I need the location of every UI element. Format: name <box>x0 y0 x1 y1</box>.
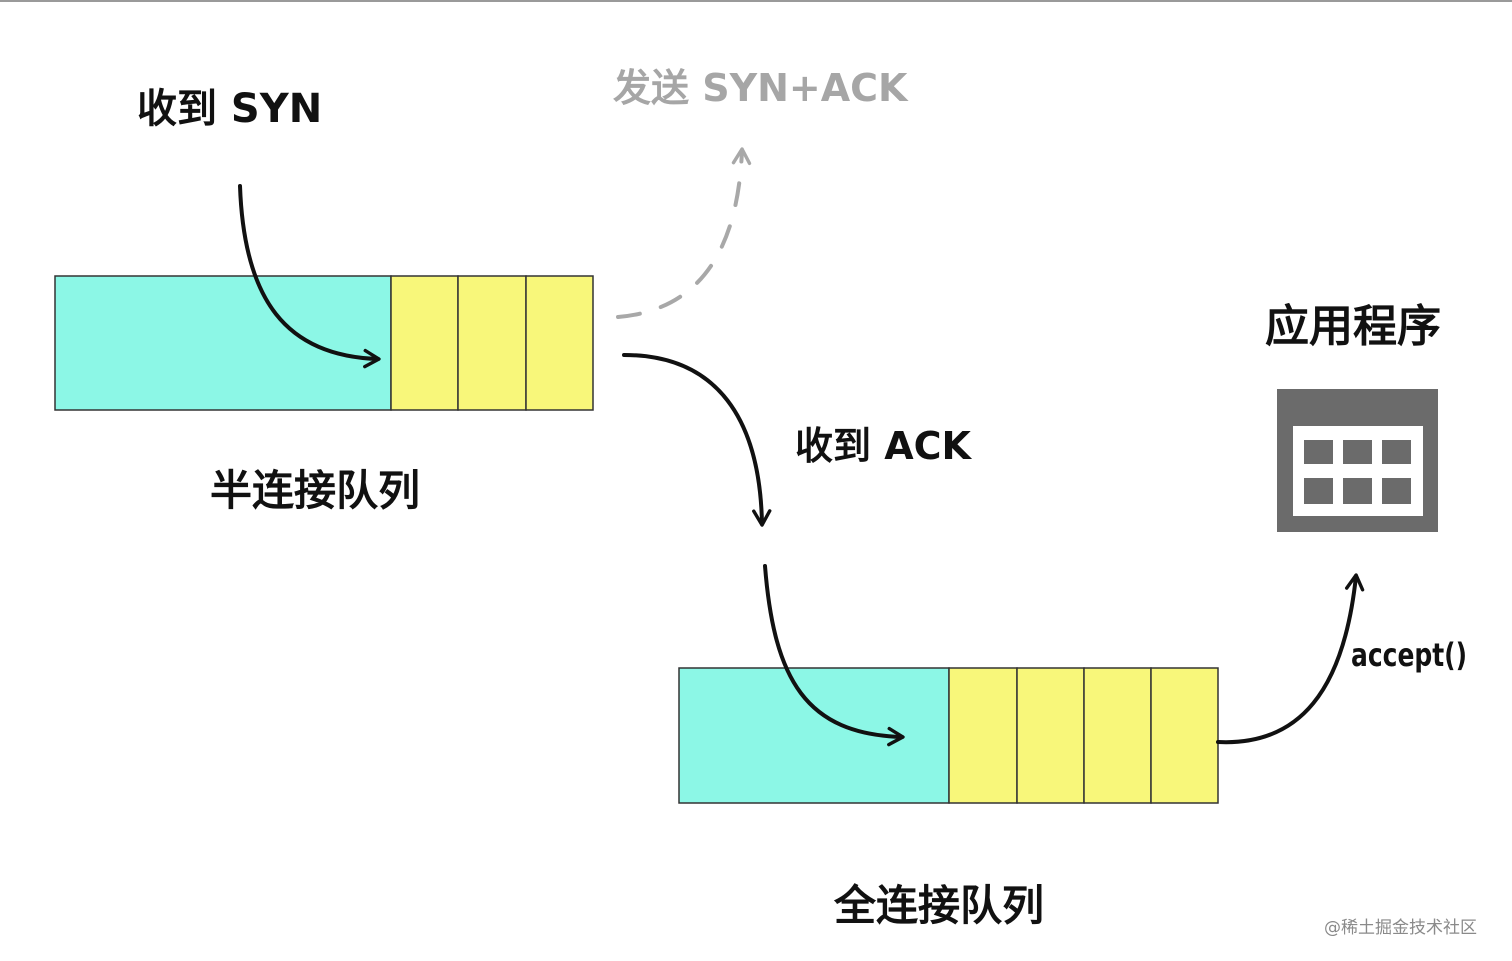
full-connection-queue <box>678 667 1219 804</box>
into-full-queue-arrow <box>763 564 905 747</box>
accept-arrow <box>1216 573 1365 745</box>
recv-ack-label: 收到 ACK <box>795 424 973 468</box>
full-queue-slot <box>1150 667 1219 804</box>
send-synack-label: 发送 SYN+ACK <box>613 66 909 110</box>
send-synack-dashed-arrow <box>616 147 752 319</box>
full-queue-slot <box>1016 667 1085 804</box>
half-queue-slot <box>390 275 459 411</box>
recv-syn-arrow <box>238 184 381 369</box>
application-label: 应用程序 <box>1265 301 1441 352</box>
full-queue-label: 全连接队列 <box>833 881 1044 930</box>
half-queue-slot <box>457 275 527 411</box>
top-rule <box>0 0 1512 2</box>
full-queue-slot <box>948 667 1018 804</box>
full-queue-slot <box>1083 667 1152 804</box>
half-queue-slot <box>525 275 594 411</box>
watermark-text: @稀土掘金技术社区 <box>1324 918 1477 938</box>
half-connection-queue <box>54 275 594 411</box>
full-queue-filled-region <box>678 667 950 804</box>
accept-label: accept() <box>1351 636 1467 674</box>
recv-ack-arrow <box>622 353 772 527</box>
application-window-icon <box>1277 389 1438 532</box>
half-queue-filled-region <box>54 275 392 411</box>
recv-syn-label: 收到 SYN <box>137 86 322 132</box>
half-queue-label: 半连接队列 <box>210 466 420 515</box>
